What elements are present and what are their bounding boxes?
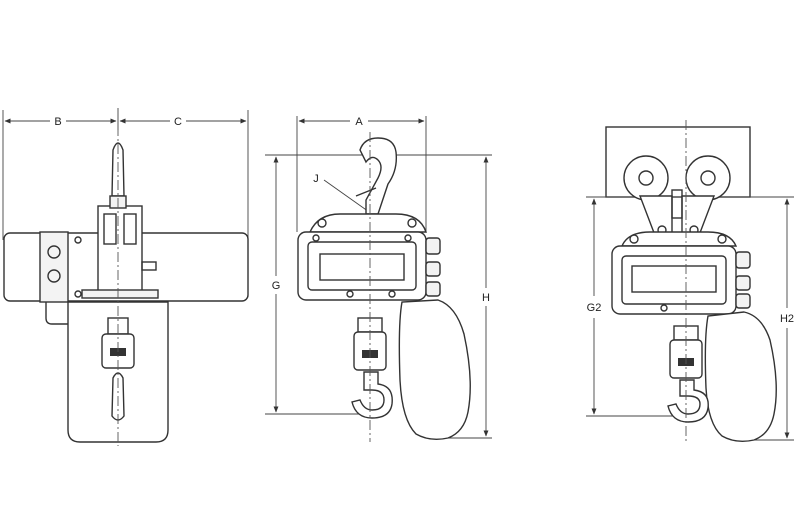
dim-label-h2: H2 [780, 313, 794, 325]
wheel-hub-icon [700, 170, 716, 186]
bolt-icon [317, 218, 327, 228]
cable-gland [735, 275, 751, 291]
cable-gland [425, 281, 441, 297]
bottom-hook-front [351, 371, 393, 419]
front-view: A G H J [265, 116, 492, 442]
dim-label-h: H [482, 292, 490, 304]
trolley-cross-bar [671, 189, 683, 219]
dim-label-g2: G2 [587, 302, 602, 314]
front-body-panel [307, 241, 417, 291]
bag-strap [45, 302, 68, 325]
dim-label-c: C [174, 116, 182, 128]
bolt-icon [404, 234, 412, 242]
cable-gland-lower [47, 269, 61, 283]
motor-end-cap [39, 231, 69, 303]
top-hook-front [359, 137, 398, 215]
trolley-chain-bag [704, 311, 777, 443]
bolt-icon [312, 234, 320, 242]
front-chain-bag [398, 299, 471, 441]
wheel-hub-icon [638, 170, 654, 186]
bolt-icon [660, 304, 668, 312]
frame-plate-left [103, 213, 117, 245]
trolley-view: G2 H2 [586, 120, 794, 444]
cable-gland [735, 251, 751, 269]
bottom-hook-trolley [667, 379, 709, 423]
bolt-icon [629, 234, 639, 244]
dim-label-j: J [313, 173, 319, 185]
frame-tab [141, 261, 157, 271]
front-nameplate [319, 253, 405, 281]
dim-label-g: G [272, 280, 281, 292]
cable-gland [425, 237, 441, 255]
chain-container [67, 301, 169, 443]
front-yoke [308, 213, 427, 233]
trolley-yoke [620, 231, 738, 247]
cable-gland [735, 293, 751, 309]
dim-label-a: A [355, 116, 363, 128]
trolley-nameplate [631, 265, 717, 293]
bolt-icon [388, 290, 396, 298]
cable-gland [425, 261, 441, 277]
dim-j-leader [323, 179, 373, 215]
bolt-icon [717, 234, 727, 244]
bolt-icon [346, 290, 354, 298]
hook-latch [355, 187, 377, 197]
bolt-icon [74, 236, 82, 244]
cable-gland-upper [47, 245, 61, 259]
dim-label-b: B [54, 116, 61, 128]
trolley-wheel-left [623, 155, 669, 201]
trolley-body-panel [621, 255, 727, 305]
trolley-wheel-right [685, 155, 731, 201]
bolt-icon [407, 218, 417, 228]
bolt-icon [74, 290, 82, 298]
frame-base-bar [81, 289, 159, 299]
side-view: B C [2, 108, 249, 446]
frame-plate-right [123, 213, 137, 245]
